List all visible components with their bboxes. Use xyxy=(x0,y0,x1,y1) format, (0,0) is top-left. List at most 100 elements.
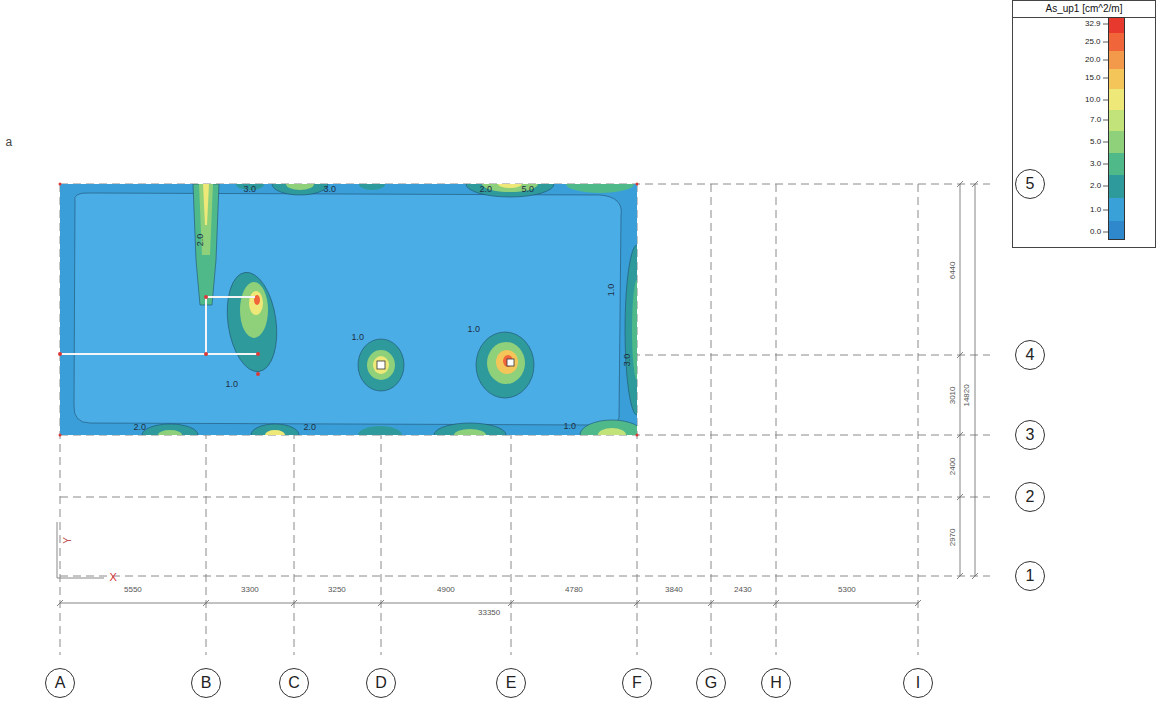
legend-swatch xyxy=(1108,153,1125,175)
wall-line xyxy=(60,297,258,354)
grid-axis-name: G xyxy=(705,674,717,692)
support-point xyxy=(636,183,639,186)
dimension-text: 2970 xyxy=(949,528,958,546)
grid-axis-name: 4 xyxy=(1026,346,1035,364)
grid-axis-name: F xyxy=(632,674,642,692)
legend-swatch xyxy=(1108,33,1125,51)
dimension-text: 6440 xyxy=(949,261,958,279)
contour-region xyxy=(359,184,385,190)
dimension-text: 4780 xyxy=(565,586,583,595)
contour-region xyxy=(487,342,525,384)
support-point xyxy=(59,434,62,437)
contour-region xyxy=(286,184,314,190)
support-point xyxy=(256,352,260,356)
dimension-text: 5550 xyxy=(124,586,142,595)
dimension-total: 14820 xyxy=(963,384,972,406)
legend-value: 10.0 xyxy=(1085,96,1101,105)
grid-axis-name: 5 xyxy=(1026,175,1035,193)
support-point xyxy=(204,352,208,356)
grid-axis-name: A xyxy=(55,674,66,692)
axis-name: Y xyxy=(61,537,72,544)
dimension-tick xyxy=(57,600,921,606)
contour-region xyxy=(358,339,404,391)
column-mark xyxy=(507,359,514,366)
dimension-text: 3300 xyxy=(241,586,259,595)
legend-swatch xyxy=(1108,131,1125,153)
grid-axis-name: E xyxy=(506,674,517,692)
grid-axis-bubble: 1 xyxy=(1015,561,1045,591)
contour-region xyxy=(598,428,626,435)
grid-axis-bubble: I xyxy=(903,668,933,698)
grid-axis-bubble: E xyxy=(496,668,526,698)
legend-title: As_up1 [cm^2/m] xyxy=(1013,1,1155,18)
grid-axis-bubble: A xyxy=(45,668,75,698)
contour-region xyxy=(434,423,506,435)
contour-region xyxy=(367,350,395,380)
contour-region xyxy=(142,424,198,435)
contour-region xyxy=(358,426,402,435)
dimension-total: 33350 xyxy=(478,609,500,618)
dimension-text: 5300 xyxy=(838,586,856,595)
contour-region xyxy=(74,193,621,425)
contour-region xyxy=(158,430,182,435)
contour-value: 1.0 xyxy=(564,422,577,432)
contour-region xyxy=(373,356,389,374)
contour-region xyxy=(580,420,637,435)
dimension-text: 3840 xyxy=(665,586,683,595)
grid-line xyxy=(711,184,712,655)
legend-value: 20.0 xyxy=(1085,56,1101,65)
grid-axis-bubble: F xyxy=(622,668,652,698)
grid-axis-bubble: 4 xyxy=(1015,340,1045,370)
grid-axis-bubble: C xyxy=(279,668,309,698)
grid-axis-bubble: D xyxy=(366,668,396,698)
contour-region xyxy=(272,184,328,195)
grid-axis-bubble: 5 xyxy=(1015,169,1045,199)
grid-axis-name: C xyxy=(288,674,300,692)
contour-region xyxy=(496,350,518,374)
grid-axis-name: D xyxy=(375,674,387,692)
legend-swatch xyxy=(1108,69,1125,89)
support-point xyxy=(59,183,62,186)
contour-value: 2.0 xyxy=(134,423,147,433)
dimension-tick xyxy=(957,181,963,579)
dimension-tick xyxy=(972,181,978,579)
support-point xyxy=(636,434,639,437)
grid-axis-bubble: G xyxy=(696,668,726,698)
legend-swatch xyxy=(1108,89,1125,110)
grid-line xyxy=(60,497,990,498)
grid-axis-name: B xyxy=(201,674,212,692)
contour-region xyxy=(249,291,263,315)
contour-region xyxy=(240,282,268,338)
contour-region xyxy=(193,184,219,305)
contour-value: 1.0 xyxy=(226,380,239,390)
support-point xyxy=(58,352,62,356)
slab-plot-ground xyxy=(60,184,637,435)
grid-axis-name: 1 xyxy=(1026,567,1035,585)
dimension-line xyxy=(960,184,961,576)
contour-value: 1.0 xyxy=(607,284,617,297)
grid-axis-bubble: 3 xyxy=(1015,420,1045,450)
figure-mark: a xyxy=(6,136,13,149)
grid-axis-bubble: H xyxy=(761,668,791,698)
legend-value: 7.0 xyxy=(1090,116,1101,125)
contour-value: 2.0 xyxy=(480,185,493,195)
grid-line xyxy=(776,184,777,655)
dimension-line xyxy=(60,603,918,604)
dimension-text: 2400 xyxy=(949,457,958,475)
grid-axis-name: H xyxy=(770,674,782,692)
axis-name: X xyxy=(110,571,117,583)
legend-swatch xyxy=(1108,175,1125,198)
axis-symbol xyxy=(57,522,104,578)
contour-region xyxy=(498,184,522,188)
legend-value: 3.0 xyxy=(1090,160,1101,169)
legend-value: 5.0 xyxy=(1090,138,1101,147)
legend-swatch xyxy=(1108,198,1125,221)
dimension-text: 2430 xyxy=(734,586,752,595)
legend-value: 1.0 xyxy=(1090,206,1101,215)
contour-value: 5.0 xyxy=(522,185,535,195)
dimension-text: 4900 xyxy=(437,586,455,595)
contour-region xyxy=(566,184,634,193)
